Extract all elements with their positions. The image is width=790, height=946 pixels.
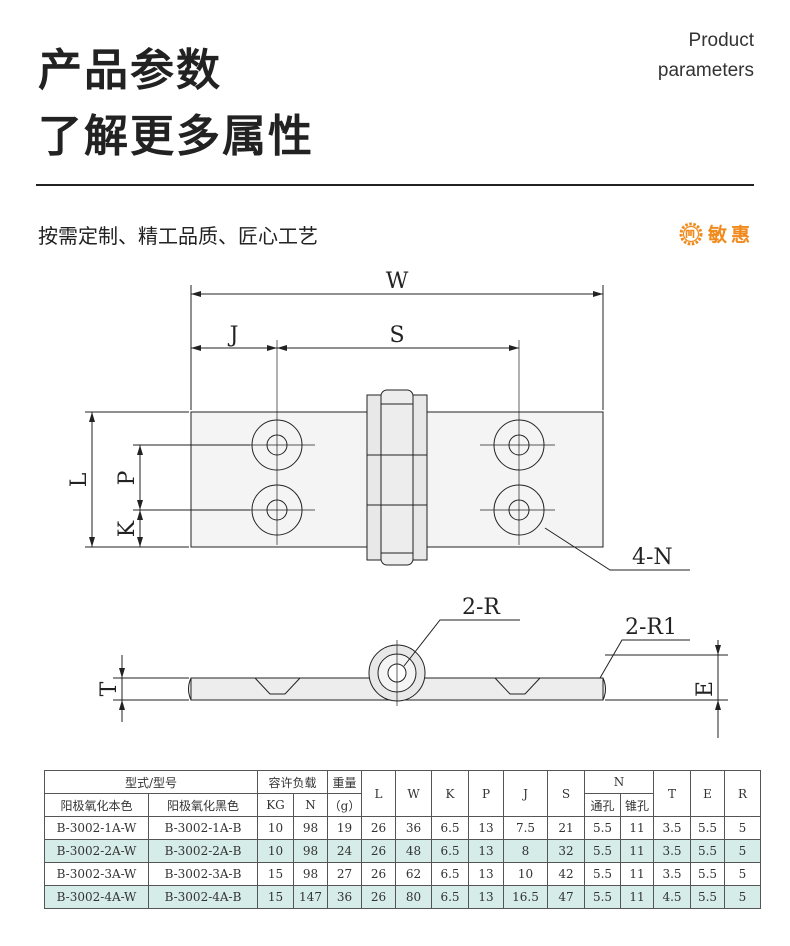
table-cell: 5.5 (584, 885, 621, 909)
table-cell: 13 (468, 862, 504, 886)
table-cell: 5.5 (584, 816, 621, 840)
table-header-row: 型式/型号 容许负载 重量 L W K P J S N T E R (44, 770, 761, 817)
table-cell: 32 (547, 839, 585, 863)
table-cell: 11 (620, 816, 654, 840)
page-subtitle: 了解更多属性 (38, 111, 314, 162)
table-cell: 80 (395, 885, 432, 909)
table-cell: B-3002-1A-B (148, 816, 258, 840)
table-cell: 6.5 (431, 862, 469, 886)
table-cell: 48 (395, 839, 432, 863)
table-cell: 10 (503, 862, 548, 886)
english-title-2: parameters (657, 60, 754, 81)
table-cell: B-3002-2A-W (44, 839, 149, 863)
table-cell: 47 (547, 885, 585, 909)
table-cell: 15 (257, 862, 294, 886)
page-title: 产品参数 (38, 45, 222, 96)
dim-L: L (67, 472, 92, 487)
dim-T: T (97, 681, 122, 696)
table-cell: 147 (293, 885, 328, 909)
table-cell: 5.5 (690, 885, 725, 909)
table-cell: 7.5 (503, 816, 548, 840)
table-cell: 5.5 (584, 862, 621, 886)
table-cell: 5 (724, 816, 761, 840)
english-title-1: Product (688, 30, 754, 51)
table-cell: 16.5 (503, 885, 548, 909)
table-cell: 3.5 (653, 862, 691, 886)
table-cell: 42 (547, 862, 585, 886)
dim-W: W (386, 269, 409, 294)
table-cell: 5.5 (584, 839, 621, 863)
divider (36, 184, 754, 186)
table-cell: 26 (361, 862, 396, 886)
table-cell: B-3002-1A-W (44, 816, 149, 840)
table-cell: 13 (468, 816, 504, 840)
table-cell: 10 (257, 839, 294, 863)
table-cell: 5.5 (690, 816, 725, 840)
table-cell: 13 (468, 839, 504, 863)
table-cell: 19 (327, 816, 362, 840)
table-cell: 13 (468, 885, 504, 909)
table-cell: 11 (620, 862, 654, 886)
table-cell: 26 (361, 816, 396, 840)
table-cell: 5 (724, 839, 761, 863)
table-cell: 27 (327, 862, 362, 886)
table-cell: 98 (293, 862, 328, 886)
table-cell: 36 (327, 885, 362, 909)
table-cell: B-3002-4A-B (148, 885, 258, 909)
dim-4N: 4-N (632, 545, 673, 570)
table-cell: B-3002-2A-B (148, 839, 258, 863)
table-cell: 36 (395, 816, 432, 840)
table-cell: 5 (724, 862, 761, 886)
dim-P: P (115, 470, 140, 485)
table-cell: 21 (547, 816, 585, 840)
table-cell: 11 (620, 839, 654, 863)
dim-J: J (228, 323, 239, 348)
table-cell: 10 (257, 816, 294, 840)
gear-logo-icon (679, 222, 703, 245)
table-cell: 3.5 (653, 839, 691, 863)
dim-E: E (693, 681, 718, 697)
table-cell: 6.5 (431, 816, 469, 840)
brand-name: 敏惠 (707, 224, 754, 246)
hinge-dimension-drawing: W J S L P K 4-N 2-R 2-R1 T E (67, 269, 728, 738)
table-cell: 11 (620, 885, 654, 909)
table-cell: 6.5 (431, 885, 469, 909)
spec-table: 型式/型号 容许负载 重量 L W K P J S N T E R 阳极氧化本色… (44, 770, 761, 909)
table-cell: 26 (361, 885, 396, 909)
dim-S: S (389, 323, 404, 348)
table-cell: 24 (327, 839, 362, 863)
table-cell: 26 (361, 839, 396, 863)
dim-2R: 2-R (462, 595, 501, 620)
table-cell: 6.5 (431, 839, 469, 863)
table-cell: 98 (293, 816, 328, 840)
dim-2R1: 2-R1 (625, 615, 677, 640)
table-cell: 98 (293, 839, 328, 863)
table-cell: B-3002-3A-B (148, 862, 258, 886)
table-cell: 8 (503, 839, 548, 863)
table-cell: B-3002-3A-W (44, 862, 149, 886)
table-cell: 5.5 (690, 862, 725, 886)
brand-logo: 敏惠 (678, 220, 754, 247)
table-cell: 15 (257, 885, 294, 909)
table-cell: 5.5 (690, 839, 725, 863)
table-cell: B-3002-4A-W (44, 885, 149, 909)
table-cell: 3.5 (653, 816, 691, 840)
table-cell: 4.5 (653, 885, 691, 909)
dim-K: K (115, 520, 140, 537)
table-cell: 5 (724, 885, 761, 909)
slogan: 按需定制、精工品质、匠心工艺 (38, 224, 318, 248)
table-cell: 62 (395, 862, 432, 886)
